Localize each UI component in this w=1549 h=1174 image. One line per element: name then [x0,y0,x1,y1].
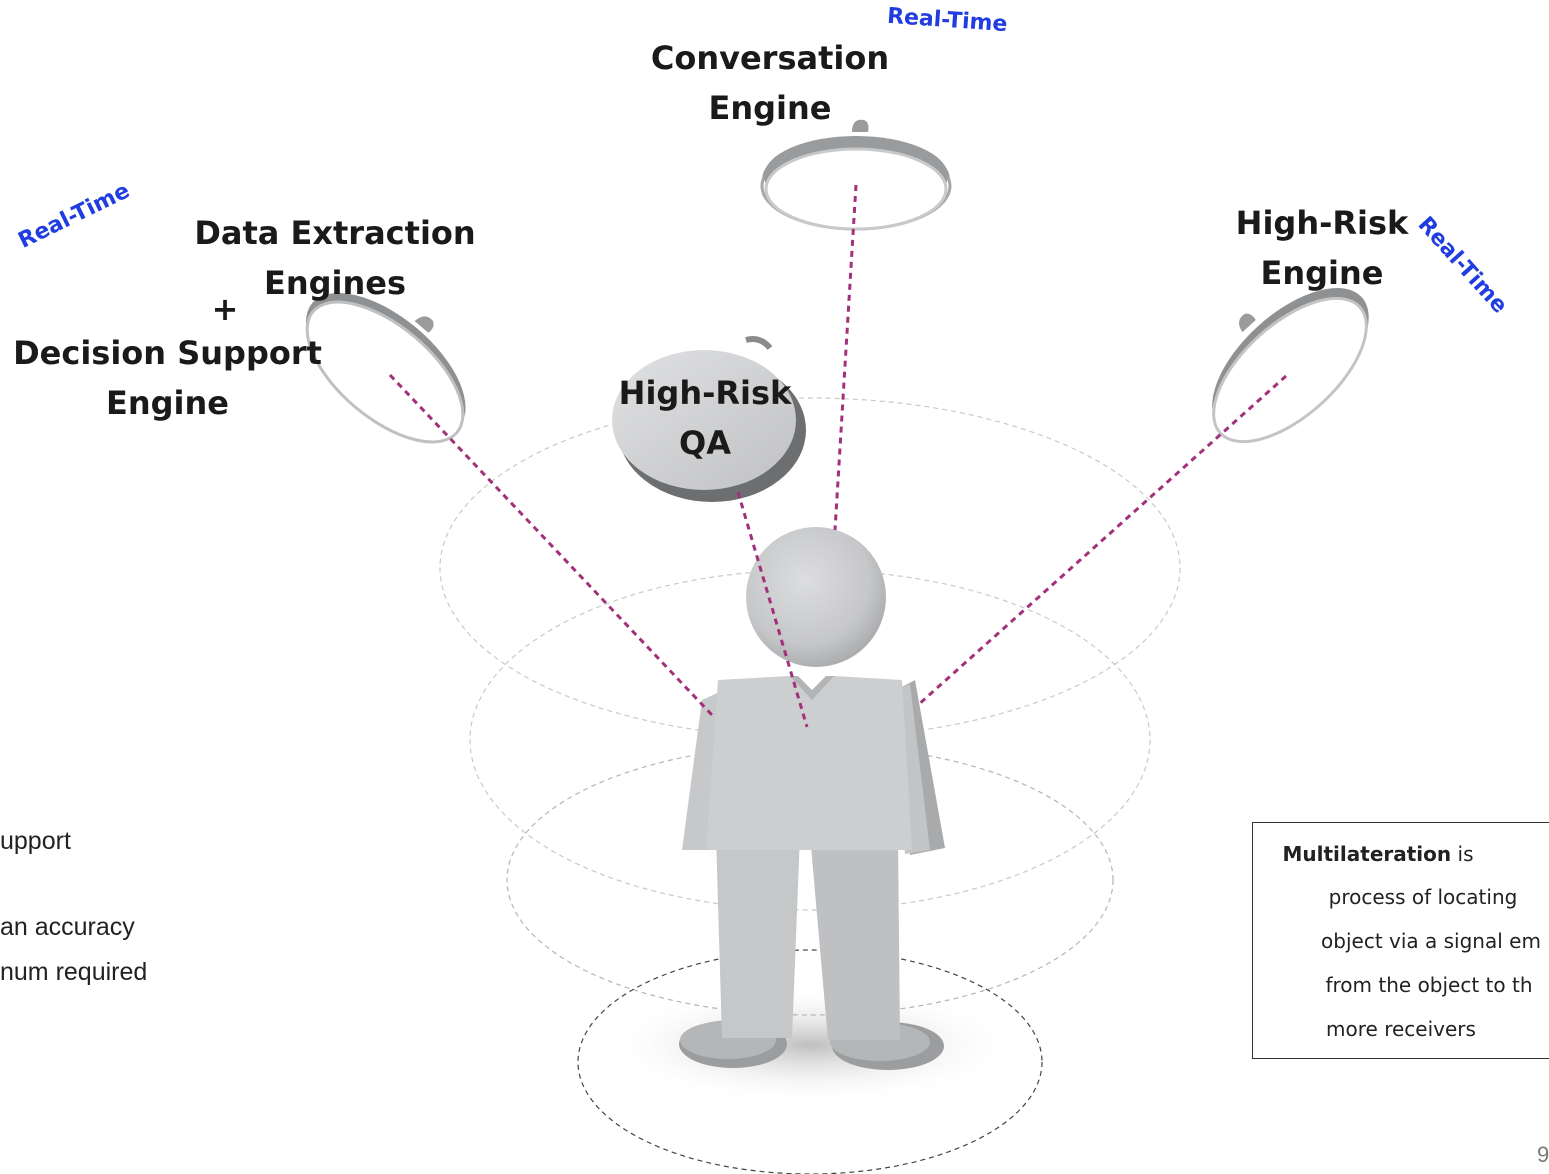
data-extraction-dish [305,293,466,444]
data-extraction-title: Data Extraction [194,214,476,252]
conversation-engine-title: Conversation [650,39,890,77]
plus-sign: + [211,290,239,328]
info-term: Multilateration [1282,842,1452,866]
signal-ring-1 [439,397,1181,739]
conversation-engine-subtitle: Engine [708,89,832,127]
torso [706,676,912,850]
signal-ring-4 [577,949,1043,1174]
high-risk-qa-label: High-Risk QA [600,368,810,468]
bullet-fragment-2: an accuracy [0,913,135,941]
conversation-engine-dish [760,119,952,231]
info-line-1-rest: is [1451,842,1474,866]
high-risk-qa-disk [612,336,806,502]
signal-line-high-risk-engine [917,374,1287,707]
high-risk-engine-subtitle: Engine [1260,254,1384,292]
info-line-1: Multilateration is [1253,842,1538,866]
signal-lines [388,184,1287,728]
signal-line-data-extraction [388,373,714,717]
head [746,527,886,667]
high-risk-engine-title: High-Risk [1235,204,1409,242]
right-leg [810,835,900,1040]
info-line-5: more receivers [1326,1017,1476,1041]
info-line-2: process of locating [1328,885,1518,909]
person-figure [679,527,945,1070]
data-extraction-subtitle: Engines [263,264,407,302]
signal-line-high-risk-qa [736,491,809,728]
high-risk-qa-subtitle: QA [679,424,731,462]
decision-support-engine-label: Decision Support Engine [5,328,330,428]
decision-support-subtitle: Engine [106,384,229,422]
signal-ring-3 [506,744,1114,1016]
left-leg [716,835,800,1038]
info-line-4: from the object to th [1325,973,1533,997]
page-number: 9 [1537,1142,1549,1167]
bullet-fragment-1: upport [0,827,71,855]
info-line-3: object via a signal em [1321,929,1541,953]
floor-shadow [600,985,1020,1105]
signal-line-conversation [833,184,858,531]
bullet-fragment-3: num required [0,958,148,986]
data-extraction-engines-label: Data Extraction Engines [170,208,500,308]
conversation-engine-label: Conversation Engine [640,33,900,133]
high-risk-engine-label: High-Risk Engine [1212,198,1432,298]
high-risk-qa-title: High-Risk [618,374,792,412]
multilateration-info-box: Multilateration is process of locating o… [1252,822,1549,1059]
decision-support-title: Decision Support [13,334,322,372]
